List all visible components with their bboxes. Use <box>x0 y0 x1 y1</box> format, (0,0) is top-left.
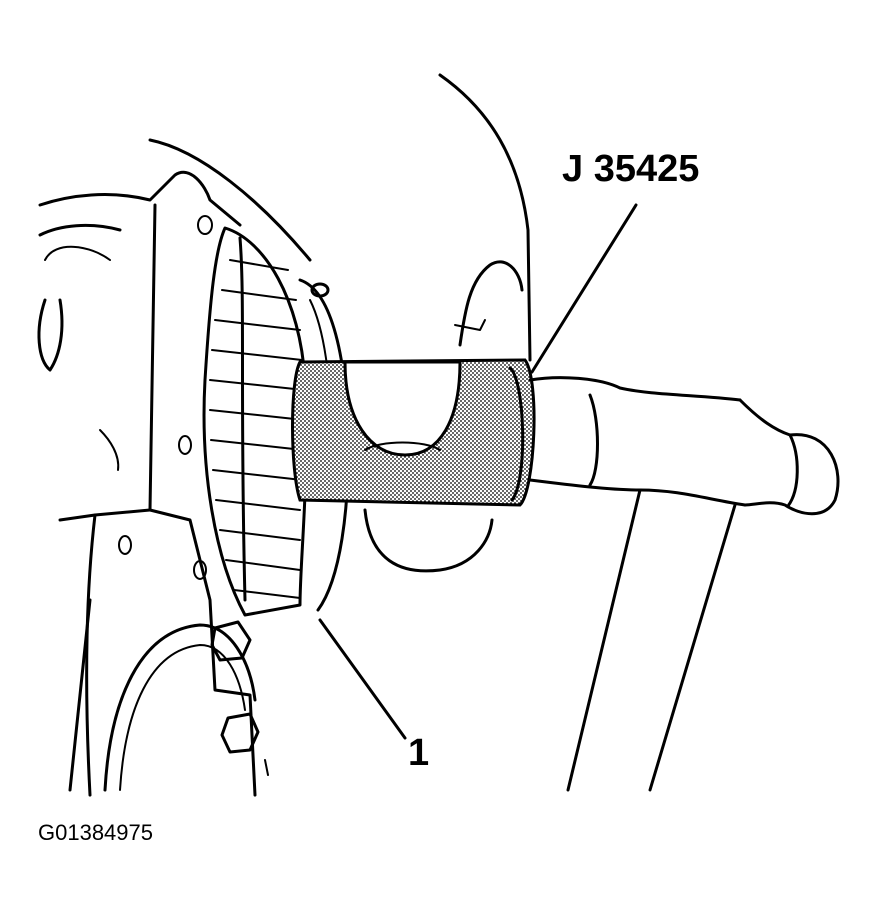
crankshaft-sprocket <box>202 226 350 617</box>
tool-callout-label: J 35425 <box>562 148 700 190</box>
installer-tool <box>291 358 536 507</box>
part-callout-label: 1 <box>408 732 430 774</box>
leader-line-tool <box>530 203 638 374</box>
hammer <box>528 376 840 792</box>
leader-line-part <box>318 618 407 740</box>
engine-block <box>37 171 269 797</box>
figure-id: G01384975 <box>38 820 153 845</box>
